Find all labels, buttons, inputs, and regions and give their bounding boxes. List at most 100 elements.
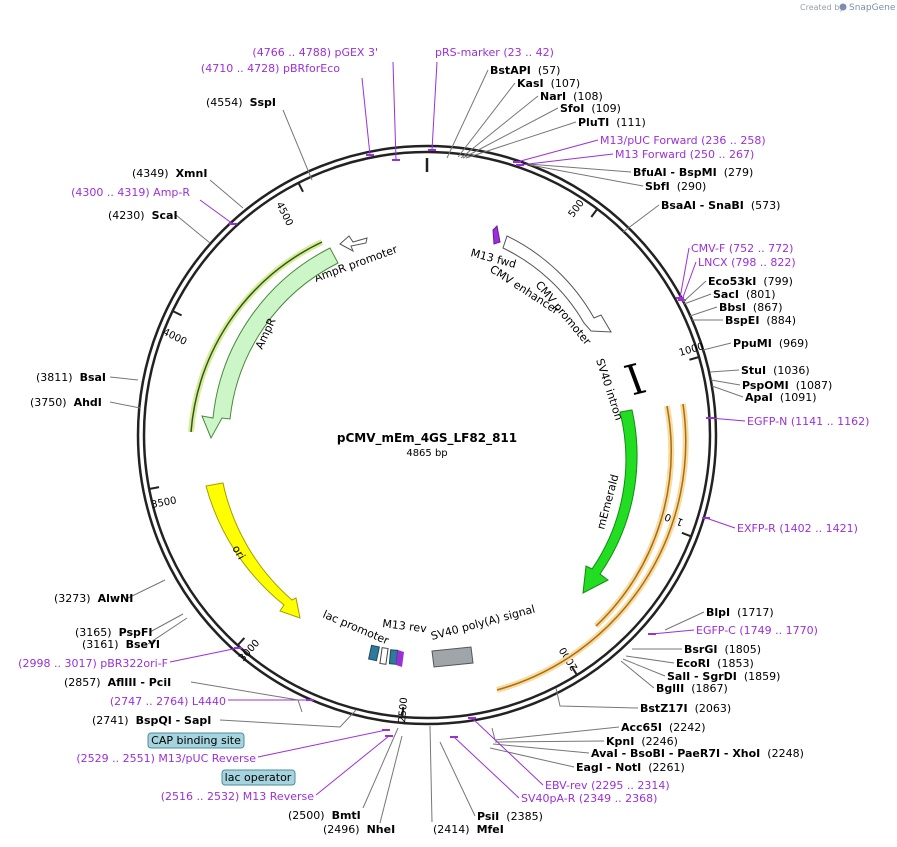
cap-binding-site-box[interactable] — [147, 732, 245, 749]
primer-label-prsmarker[interactable]: pRS-marker (23 .. 42) — [435, 46, 554, 59]
enzyme-label-scai[interactable]: (4230) ScaI — [108, 209, 178, 222]
enzyme-label-bsaai[interactable]: BsaAI - SnaBI (573) — [661, 199, 780, 212]
enzyme-name-scai: ScaI — [152, 209, 178, 222]
tick-label-500: 500 — [567, 198, 587, 220]
leader-m13_fwd — [519, 153, 614, 166]
enzyme-label-blpi[interactable]: BlpI (1717) — [706, 606, 774, 619]
leader-acc65i — [491, 726, 620, 741]
enzyme-pos-pspomi: (1087) — [796, 379, 833, 392]
primer-text-m13rev_p: (2516 .. 2532) M13 Reverse — [161, 790, 314, 803]
primer-label-pgex3[interactable]: (4766 .. 4788) pGEX 3' — [252, 46, 378, 59]
enzyme-label-bsai[interactable]: (3811) BsaI — [36, 371, 106, 384]
leader-pbr322 — [169, 647, 239, 663]
enzyme-gap-bseyi — [119, 638, 126, 651]
enzyme-label-ppumi[interactable]: PpuMI (969) — [733, 337, 808, 350]
primer-label-cmvf[interactable]: CMV-F (752 .. 772) — [691, 242, 793, 255]
primer-label-l4440[interactable]: (2747 .. 2764) L4440 — [110, 695, 226, 708]
enzyme-gap-pspfi — [112, 626, 119, 639]
enzyme-label-stui[interactable]: StuI (1036) — [741, 364, 810, 377]
enzyme-label-bstz17i[interactable]: BstZ17I (2063) — [640, 702, 731, 715]
sv40-intron-feature[interactable] — [628, 365, 642, 394]
orange-feature-inner[interactable] — [595, 405, 672, 627]
enzyme-gap-bsrgi — [717, 643, 724, 656]
ori-arrow[interactable] — [205, 482, 301, 619]
cap-binding-feature[interactable] — [368, 644, 380, 662]
enzyme-label-bseyi[interactable]: (3161) BseYI — [82, 638, 160, 651]
enzyme-label-nhei[interactable]: (2496) NheI — [323, 823, 395, 836]
leader-pspomi — [710, 379, 741, 386]
enzyme-label-bfuai[interactable]: BfuAI - BspMI (279) — [633, 166, 753, 179]
sv40-polya-feature[interactable] — [431, 646, 474, 668]
enzyme-label-mfei[interactable]: (2414) MfeI — [433, 823, 504, 836]
m13-rev-feature[interactable] — [396, 650, 404, 667]
lac-operator-box[interactable] — [221, 769, 296, 786]
memerald-arrow[interactable] — [582, 409, 638, 594]
enzyme-gap-sbfi — [670, 180, 677, 193]
enzyme-label-bglii[interactable]: BglII (1867) — [656, 682, 728, 695]
enzyme-label-eco53ki[interactable]: Eco53kI (799) — [708, 275, 793, 288]
primer-label-m13puc_fwd[interactable]: M13/pUC Forward (236 .. 258) — [600, 134, 766, 147]
enzyme-label-sali[interactable]: SalI - SgrDI (1859) — [667, 670, 780, 683]
primer-label-m13puc_rev[interactable]: (2529 .. 2551) M13/pUC Reverse — [76, 752, 256, 765]
primer-label-pbrforeco[interactable]: (4710 .. 4728) pBRforEco — [201, 62, 340, 75]
enzyme-label-avai[interactable]: AvaI - BsoBI - PaeR7I - XhoI (2248) — [591, 747, 804, 760]
sv40-intron-cap-bottom — [633, 390, 647, 395]
cmv-enhancer-promoter-arrow[interactable] — [502, 235, 612, 333]
enzyme-label-kasi[interactable]: KasI (107) — [517, 77, 580, 90]
primer-label-egfpn[interactable]: EGFP-N (1141 .. 1162) — [747, 415, 869, 428]
enzyme-label-saci[interactable]: SacI (801) — [713, 288, 776, 301]
enzyme-label-bspqi[interactable]: (2741) BspQI - SapI — [92, 714, 211, 727]
primer-text-ampr_p: (4300 .. 4319) Amp-R — [71, 186, 190, 199]
enzyme-label-acc65i[interactable]: Acc65I (2242) — [621, 721, 706, 734]
enzyme-label-bspei[interactable]: BspEI (884) — [725, 314, 796, 327]
tick-label-3500: 3500 — [150, 495, 177, 511]
plasmid-name: pCMV_mEm_4GS_LF82_811 — [337, 431, 517, 446]
m13-fwd-feature[interactable] — [492, 224, 501, 245]
enzyme-label-alwni[interactable]: (3273) AlwNI — [54, 592, 133, 605]
enzyme-label-aflIII[interactable]: (2857) AflIII - PciI — [64, 676, 171, 689]
enzyme-label-ahdi[interactable]: (3750) AhdI — [30, 396, 102, 409]
primer-text-m13puc_fwd: M13/pUC Forward (236 .. 258) — [600, 134, 766, 147]
primer-label-egfpc[interactable]: EGFP-C (1749 .. 1770) — [696, 624, 818, 637]
enzyme-label-eagi[interactable]: EagI - NotI (2261) — [576, 761, 685, 774]
enzyme-label-xmni[interactable]: (4349) XmnI — [132, 167, 207, 180]
lac-operator-feature[interactable] — [388, 649, 399, 665]
enzyme-label-bmti[interactable]: (2500) BmtI — [288, 809, 361, 822]
enzyme-label-bsrgi[interactable]: BsrGI (1805) — [684, 643, 761, 656]
orange-feature-outer[interactable] — [496, 403, 687, 691]
primer-label-exfpr[interactable]: EXFP-R (1402 .. 1421) — [737, 522, 858, 535]
enzyme-pos-blpi: (1717) — [737, 606, 774, 619]
enzyme-label-nari[interactable]: NarI (108) — [540, 90, 603, 103]
enzyme-label-bbsi[interactable]: BbsI (867) — [719, 301, 783, 314]
ampr-arrow[interactable] — [201, 247, 339, 440]
enzyme-label-psii[interactable]: PsiI (2385) — [477, 810, 543, 823]
primer-label-pbr322[interactable]: (2998 .. 3017) pBR322ori-F — [18, 657, 168, 670]
enzyme-label-ecori[interactable]: EcoRI (1853) — [676, 657, 754, 670]
primer-label-sv40par[interactable]: SV40pA-R (2349 .. 2368) — [521, 792, 657, 805]
enzyme-label-kpni[interactable]: KpnI (2246) — [606, 735, 678, 748]
primer-label-ebvrev[interactable]: EBV-rev (2295 .. 2314) — [545, 779, 670, 792]
leader-egfpn — [709, 417, 746, 422]
leader-alwni — [127, 579, 166, 599]
enzyme-name-mfei: MfeI — [477, 823, 504, 836]
enzyme-label-sbfi[interactable]: SbfI (290) — [645, 180, 706, 193]
enzyme-label-pspfi[interactable]: (3165) PspFI — [75, 626, 152, 639]
enzyme-label-pspomi[interactable]: PspOMI (1087) — [742, 379, 832, 392]
lac-promoter-feature[interactable] — [379, 647, 389, 665]
enzyme-label-pluti[interactable]: PluTI (111) — [578, 116, 646, 129]
primer-label-m13rev_p[interactable]: (2516 .. 2532) M13 Reverse — [161, 790, 314, 803]
ampr-promoter-arrow[interactable] — [339, 235, 368, 253]
primer-label-ampr_p[interactable]: (4300 .. 4319) Amp-R — [71, 186, 190, 199]
enzyme-name-sali: SalI - SgrDI — [667, 670, 737, 683]
label-leaders — [109, 61, 746, 824]
enzyme-name-bsaai: BsaAI - SnaBI — [661, 199, 744, 212]
enzyme-label-sspi[interactable]: (4554) SspI — [206, 96, 276, 109]
enzyme-pos-bstapi: (57) — [538, 64, 561, 77]
primer-label-m13_fwd[interactable]: M13 Forward (250 .. 267) — [615, 148, 754, 161]
enzyme-gap-acc65i — [662, 721, 669, 734]
enzyme-label-sfoi[interactable]: SfoI (109) — [560, 102, 621, 115]
enzyme-label-bstapi[interactable]: BstAPI (57) — [490, 64, 560, 77]
primer-label-lncx[interactable]: LNCX (798 .. 822) — [698, 256, 796, 269]
enzyme-label-apai[interactable]: ApaI (1091) — [745, 391, 816, 404]
